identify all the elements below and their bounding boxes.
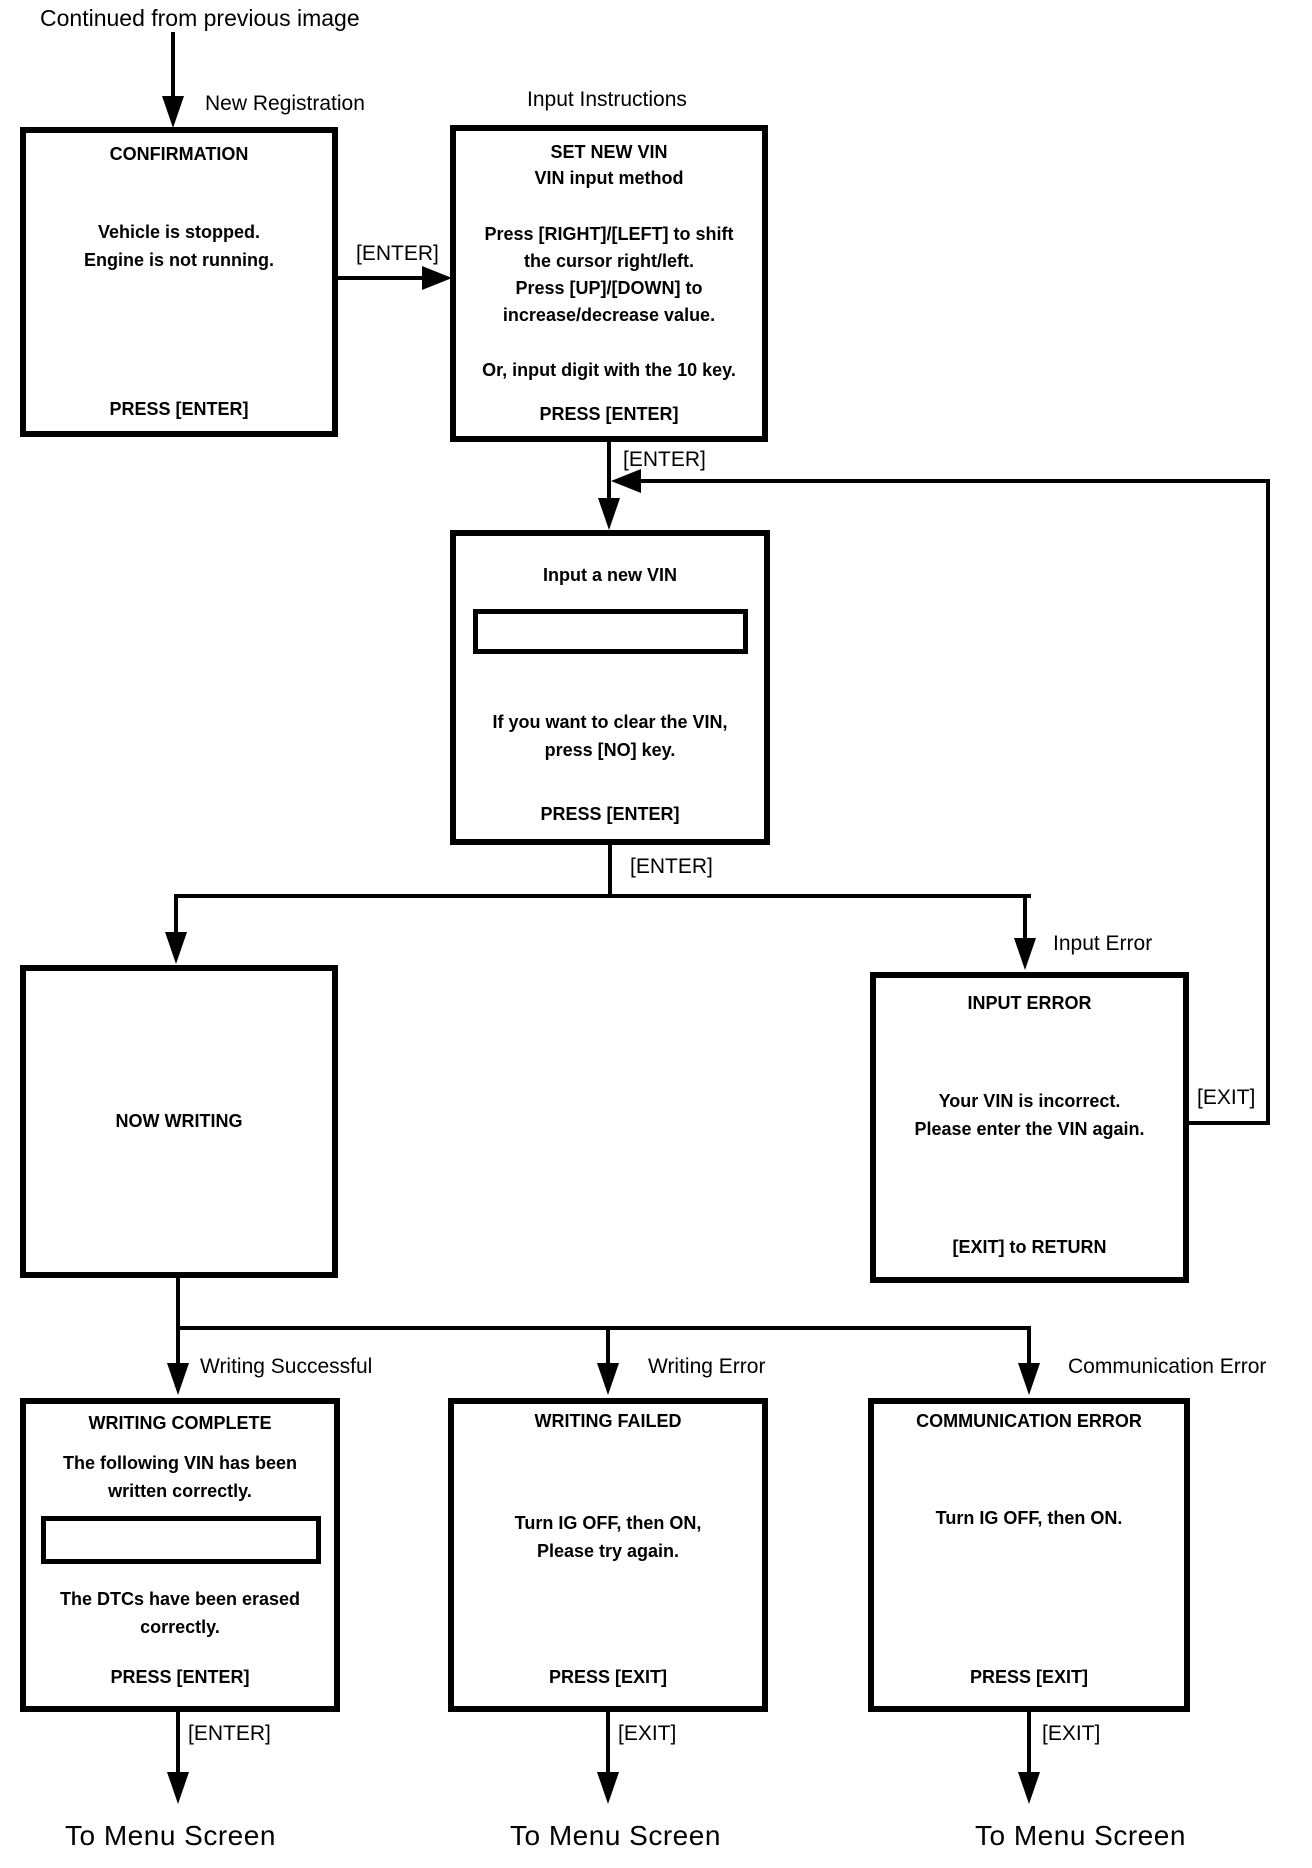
arrowhead-confirmation-to-instructions: [422, 266, 452, 290]
terminal-menu-screen-3: To Menu Screen: [975, 1820, 1186, 1851]
terminal-menu-screen-1: To Menu Screen: [65, 1820, 276, 1851]
node-title: INPUT ERROR: [967, 993, 1092, 1013]
arrowhead-instructions-to-input: [598, 498, 620, 530]
continued-note: Continued from previous image: [40, 5, 360, 31]
node-line: Please try again.: [536, 1541, 680, 1561]
node-line: increase/decrease value.: [502, 305, 716, 325]
branch-label-input-instructions: Input Instructions: [527, 88, 687, 111]
node-writing-complete: WRITING COMPLETE The following VIN has b…: [20, 1398, 340, 1712]
node-input-error: INPUT ERROR Your VIN is incorrect. Pleas…: [870, 972, 1189, 1283]
vin-display-field: [41, 1516, 321, 1564]
node-line: The following VIN has been: [62, 1453, 298, 1473]
node-line: Turn IG OFF, then ON,: [514, 1513, 702, 1533]
arrowhead-error-loop-return: [611, 469, 641, 493]
node-line: the cursor right/left.: [523, 251, 694, 271]
node-input-instructions: SET NEW VIN VIN input method Press [RIGH…: [450, 125, 768, 442]
node-confirmation: CONFIRMATION Vehicle is stopped. Engine …: [20, 127, 338, 437]
connector-branch-to-writing: [174, 894, 178, 936]
branch-label-writing-error: Writing Error: [648, 1355, 766, 1378]
edge-label-exit-2: [EXIT]: [618, 1722, 677, 1745]
connector-instructions-to-input: [607, 442, 611, 502]
node-footer: PRESS [EXIT]: [969, 1667, 1089, 1687]
connector-branch-to-complete: [176, 1326, 180, 1368]
node-communication-error: COMMUNICATION ERROR Turn IG OFF, then ON…: [868, 1398, 1190, 1712]
connector-branch-to-failed: [606, 1326, 610, 1368]
arrowhead-start-to-confirmation: [162, 96, 184, 128]
arrowhead-branch-to-complete: [167, 1363, 189, 1395]
node-title: WRITING FAILED: [534, 1411, 682, 1431]
connector-writing-to-branch: [176, 1278, 180, 1330]
arrowhead-branch-to-input-error: [1014, 938, 1036, 970]
edge-label-enter-1: [ENTER]: [356, 242, 439, 265]
node-now-writing: NOW WRITING: [20, 965, 338, 1278]
node-line: Vehicle is stopped.: [97, 222, 261, 242]
arrowhead-branch-to-failed: [597, 1363, 619, 1395]
arrowhead-branch-to-writing: [165, 932, 187, 964]
node-line: written correctly.: [108, 1481, 252, 1501]
node-footer: PRESS [ENTER]: [539, 404, 679, 424]
branch-label-input-error: Input Error: [1053, 932, 1153, 955]
node-title: Input a new VIN: [542, 565, 677, 585]
connector-failed-to-menu: [606, 1712, 610, 1776]
edge-label-enter-3: [ENTER]: [630, 855, 713, 878]
connector-confirmation-to-instructions: [338, 276, 422, 280]
node-line: Engine is not running.: [84, 250, 274, 270]
edge-label-enter-4: [ENTER]: [188, 1722, 271, 1745]
node-line: If you want to clear the VIN,: [492, 712, 728, 732]
branch-label-writing-successful: Writing Successful: [200, 1355, 373, 1378]
vin-input-field: [473, 609, 748, 654]
edge-label-exit-loop: [EXIT]: [1197, 1086, 1256, 1109]
node-writing-failed: WRITING FAILED Turn IG OFF, then ON, Ple…: [448, 1398, 768, 1712]
arrowhead-branch-to-comm-error: [1018, 1363, 1040, 1395]
node-title: COMMUNICATION ERROR: [916, 1411, 1142, 1431]
connector-start-to-confirmation: [171, 32, 175, 98]
connector-branch-to-input-error: [1023, 894, 1027, 940]
connector-complete-to-menu: [176, 1712, 180, 1776]
node-footer: PRESS [ENTER]: [540, 804, 680, 824]
branch-label-new-registration: New Registration: [205, 92, 365, 115]
node-line: Or, input digit with the 10 key.: [482, 360, 736, 380]
node-line: Press [RIGHT]/[LEFT] to shift: [484, 224, 734, 244]
node-footer: [EXIT] to RETURN: [952, 1237, 1107, 1257]
connector-error-loop-bottom: [1189, 1121, 1270, 1125]
node-subtitle: VIN input method: [534, 168, 684, 188]
node-input-new-vin: Input a new VIN If you want to clear the…: [450, 530, 770, 845]
connector-error-loop-top: [641, 479, 1270, 483]
arrowhead-comm-error-to-menu: [1018, 1772, 1040, 1804]
node-footer: PRESS [EXIT]: [548, 1667, 668, 1687]
node-title: WRITING COMPLETE: [88, 1413, 272, 1433]
terminal-menu-screen-2: To Menu Screen: [510, 1820, 721, 1851]
connector-error-loop-right: [1266, 479, 1270, 1125]
node-title: NOW WRITING: [115, 1111, 243, 1131]
edge-label-enter-2: [ENTER]: [623, 448, 706, 471]
node-line: The DTCs have been erased: [59, 1589, 301, 1609]
branch-label-communication-error: Communication Error: [1068, 1355, 1267, 1378]
node-title: SET NEW VIN: [550, 142, 668, 162]
node-line: press [NO] key.: [544, 740, 676, 760]
node-title: CONFIRMATION: [109, 144, 249, 164]
connector-branch-to-comm-error: [1027, 1326, 1031, 1368]
node-line: Please enter the VIN again.: [914, 1119, 1145, 1139]
connector-branch-1: [174, 894, 1031, 898]
node-line: Press [UP]/[DOWN] to: [515, 278, 703, 298]
edge-label-exit-3: [EXIT]: [1042, 1722, 1101, 1745]
node-footer: PRESS [ENTER]: [109, 399, 249, 419]
node-line: Turn IG OFF, then ON.: [935, 1508, 1123, 1528]
connector-comm-error-to-menu: [1027, 1712, 1031, 1776]
arrowhead-failed-to-menu: [597, 1772, 619, 1804]
node-footer: PRESS [ENTER]: [110, 1667, 250, 1687]
node-line: correctly.: [140, 1617, 220, 1637]
connector-branch-2: [176, 1326, 1031, 1330]
connector-input-to-branch: [608, 845, 612, 898]
node-line: Your VIN is incorrect.: [938, 1091, 1121, 1111]
arrowhead-complete-to-menu: [167, 1772, 189, 1804]
